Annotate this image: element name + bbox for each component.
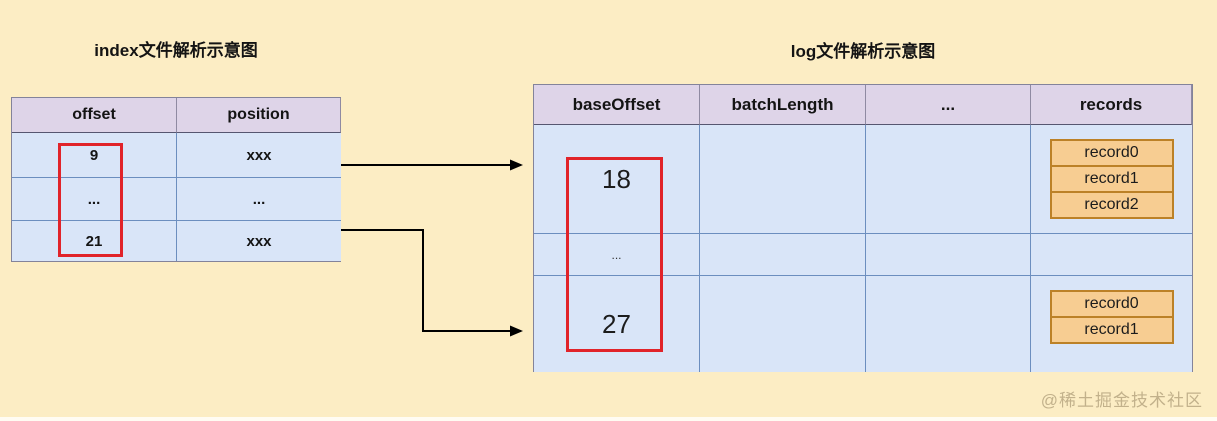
log-cell-baseoffset-2: 27	[534, 276, 700, 372]
log-header-ellipsis: ...	[866, 85, 1031, 125]
arrow-row3-to-row3	[341, 229, 523, 337]
log-diagram-title: log文件解析示意图	[790, 42, 936, 61]
log-cell-records-2: record0 record1	[1031, 276, 1192, 372]
index-cell-offset-0: 9	[12, 133, 177, 178]
log-cell-batchlength-0	[700, 125, 866, 234]
log-cell-records-1	[1031, 234, 1192, 276]
log-table: baseOffset batchLength ... records 18 re…	[533, 84, 1193, 372]
bottom-edge-strip	[0, 417, 1217, 421]
log-cell-batchlength-1	[700, 234, 866, 276]
log-cell-ellipsis-1	[866, 234, 1031, 276]
record-box: record2	[1049, 191, 1174, 219]
record-box: record1	[1049, 316, 1174, 344]
index-cell-offset-2: 21	[12, 221, 177, 261]
record-box: record1	[1049, 165, 1174, 193]
index-table: offset position 9 xxx ... ... 21 xxx	[11, 97, 341, 262]
index-header-offset: offset	[12, 98, 177, 133]
record-box: record0	[1049, 290, 1174, 318]
log-cell-ellipsis-0	[866, 125, 1031, 234]
log-cell-ellipsis-2	[866, 276, 1031, 372]
log-cell-records-0: record0 record1 record2	[1031, 125, 1192, 234]
record-box: record0	[1049, 139, 1174, 167]
index-cell-position-2: xxx	[177, 221, 341, 261]
log-cell-baseoffset-0: 18	[534, 125, 700, 234]
log-header-baseoffset: baseOffset	[534, 85, 700, 125]
log-header-batchlength: batchLength	[700, 85, 866, 125]
log-cell-baseoffset-1: ...	[534, 234, 700, 276]
log-header-records: records	[1031, 85, 1192, 125]
index-cell-position-1: ...	[177, 178, 341, 221]
log-cell-batchlength-2	[700, 276, 866, 372]
index-cell-offset-1: ...	[12, 178, 177, 221]
watermark-text: @稀土掘金技术社区	[1040, 391, 1203, 410]
index-diagram-title: index文件解析示意图	[94, 41, 258, 60]
index-cell-position-0: xxx	[177, 133, 341, 178]
index-header-position: position	[177, 98, 341, 133]
